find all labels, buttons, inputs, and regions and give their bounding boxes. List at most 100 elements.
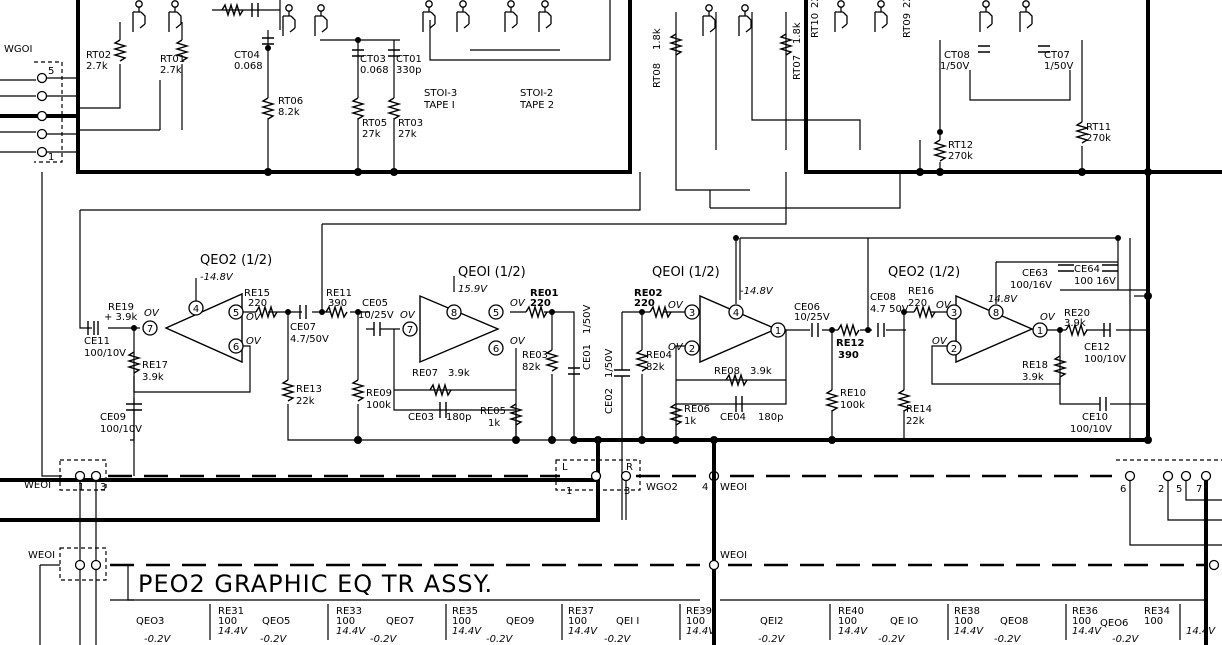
transistor-5: QEI I — [616, 616, 639, 627]
res-4: RE37 — [568, 606, 594, 617]
label-re20: RE20 — [1064, 308, 1090, 319]
label-qe01b: QEOI (1/2) — [652, 265, 720, 280]
transistor-2-v: -0.2V — [260, 634, 288, 645]
lower-board — [39, 547, 1220, 645]
label-ct01: CT01 — [396, 54, 422, 65]
pin-qe01a-b: 8 — [451, 308, 457, 319]
value-rt06: 8.2k — [278, 107, 300, 118]
label-rt06: RT06 — [278, 96, 303, 107]
value-rt08: 1.8k — [652, 28, 663, 50]
value-rt12: 270k — [948, 151, 973, 162]
label-r: R — [626, 462, 633, 473]
res-7-val: 100 — [954, 616, 973, 627]
ov-7: OV — [668, 300, 684, 311]
ov-6: OV — [510, 336, 526, 347]
res-3: RE35 — [452, 606, 478, 617]
label-re13: RE13 — [296, 384, 322, 395]
ov-10: OV — [932, 336, 948, 347]
labels: RT02 2.7k RT01 2.7k CT04 0.068 RT06 8.2k… — [4, 0, 1216, 645]
label-qe02b: QEO2 (1/2) — [888, 265, 960, 280]
value-re11: 390 — [328, 298, 347, 309]
value-ce04: 180p — [758, 412, 783, 423]
label-re09: RE09 — [366, 388, 392, 399]
res-9: RE34 — [1144, 606, 1170, 617]
res-4-v: 14.4V — [568, 626, 598, 637]
value-re17: 3.9k — [142, 372, 164, 383]
label-pin-mid-3: 3 — [624, 486, 630, 497]
res-9-val: 100 — [1144, 616, 1163, 627]
label-wg01-top: WGOI — [4, 44, 32, 55]
label-ce11: CE11 — [84, 336, 110, 347]
value-re02: 220 — [634, 298, 655, 309]
label-ce10: CE10 — [1082, 412, 1108, 423]
value-ce10: 100/10V — [1070, 424, 1112, 435]
label-st01-3: STOI-3 — [424, 88, 457, 99]
res-1-val: 100 — [218, 616, 237, 627]
value-re15: 220 — [248, 298, 267, 309]
transistor-7: QE IO — [890, 616, 918, 627]
label-re10: RE10 — [840, 388, 866, 399]
label-qe02a: QEO2 (1/2) — [200, 253, 272, 268]
res-7: RE38 — [954, 606, 980, 617]
res-6-v: 14.4V — [838, 626, 868, 637]
label-pin-left-1: 1 — [78, 482, 84, 493]
volt-qe02a: -14.8V — [200, 272, 234, 283]
label-rt11: RT11 — [1086, 122, 1111, 133]
transistor-8-v: -0.2V — [994, 634, 1022, 645]
pin-qe01b-a: 3 — [689, 308, 695, 319]
ov-4: OV — [400, 310, 416, 321]
label-we01-left: WEOI — [24, 480, 51, 491]
label-re04: RE04 — [646, 350, 672, 361]
res-8: RE36 — [1072, 606, 1098, 617]
value-ct04: 0.068 — [234, 61, 263, 72]
res-9-v: 14.4V — [1186, 626, 1216, 637]
label-wg02: WGO2 — [646, 482, 678, 493]
res-2-val: 100 — [336, 616, 355, 627]
label-rt01: RT01 — [160, 54, 185, 65]
res-5-val: 100 — [686, 616, 705, 627]
label-pin-right-6: 6 — [1120, 484, 1126, 495]
label-we01-low-mid: WEOI — [720, 550, 747, 561]
label-pin-right-7: 7 — [1196, 484, 1202, 495]
res-3-v: 14.4V — [452, 626, 482, 637]
transistor-1-v: -0.2V — [144, 634, 172, 645]
res-4-val: 100 — [568, 616, 587, 627]
value-re03: 82k — [522, 362, 541, 373]
pin-qe01a-a: 7 — [407, 325, 413, 336]
label-rt12: RT12 — [948, 140, 973, 151]
transistor-8: QEO8 — [1000, 616, 1028, 627]
value-ce03: 180p — [446, 412, 471, 423]
label-ct07: CT07 — [1044, 50, 1070, 61]
label-ct04: CT04 — [234, 50, 260, 61]
value-rt02: 2.7k — [86, 61, 108, 72]
pin-qe01a-d: 6 — [493, 344, 499, 355]
value-ce06: 10/25V — [794, 312, 830, 323]
pin-qe01b-d: 2 — [689, 344, 695, 355]
label-re19: RE19 — [108, 302, 134, 313]
value-rt11: 270k — [1086, 133, 1111, 144]
label-l: L — [562, 462, 568, 473]
res-5-v: 14.4V — [686, 626, 716, 637]
volt-qe02b: 14.8V — [988, 294, 1018, 305]
transistor-7-v: -0.2V — [878, 634, 906, 645]
transistor-9: QEO6 — [1100, 618, 1128, 629]
transistor-9-v: -0.2V — [1112, 634, 1140, 645]
value-re19: + 3.9k — [104, 312, 137, 323]
pin-qe01a-c: 5 — [493, 308, 499, 319]
ov-5: OV — [510, 298, 526, 309]
label-ct08: CT08 — [944, 50, 970, 61]
value-re20: 3.9k — [1064, 318, 1086, 329]
value-rt03: 27k — [398, 129, 417, 140]
label-re05: RE05 — [480, 406, 506, 417]
label-ce12: CE12 — [1084, 342, 1110, 353]
transistor-4-v: -0.2V — [486, 634, 514, 645]
res-2: RE33 — [336, 606, 362, 617]
value-re01: 220 — [530, 298, 551, 309]
ov-11: OV — [1040, 312, 1056, 323]
pin-qe02b-c: 1 — [1037, 326, 1043, 337]
res-8-v: 14.4V — [1072, 626, 1102, 637]
label-re01: RE01 — [530, 288, 558, 299]
value-re16: 220 — [908, 298, 927, 309]
value-rt09: 22 — [902, 0, 913, 8]
